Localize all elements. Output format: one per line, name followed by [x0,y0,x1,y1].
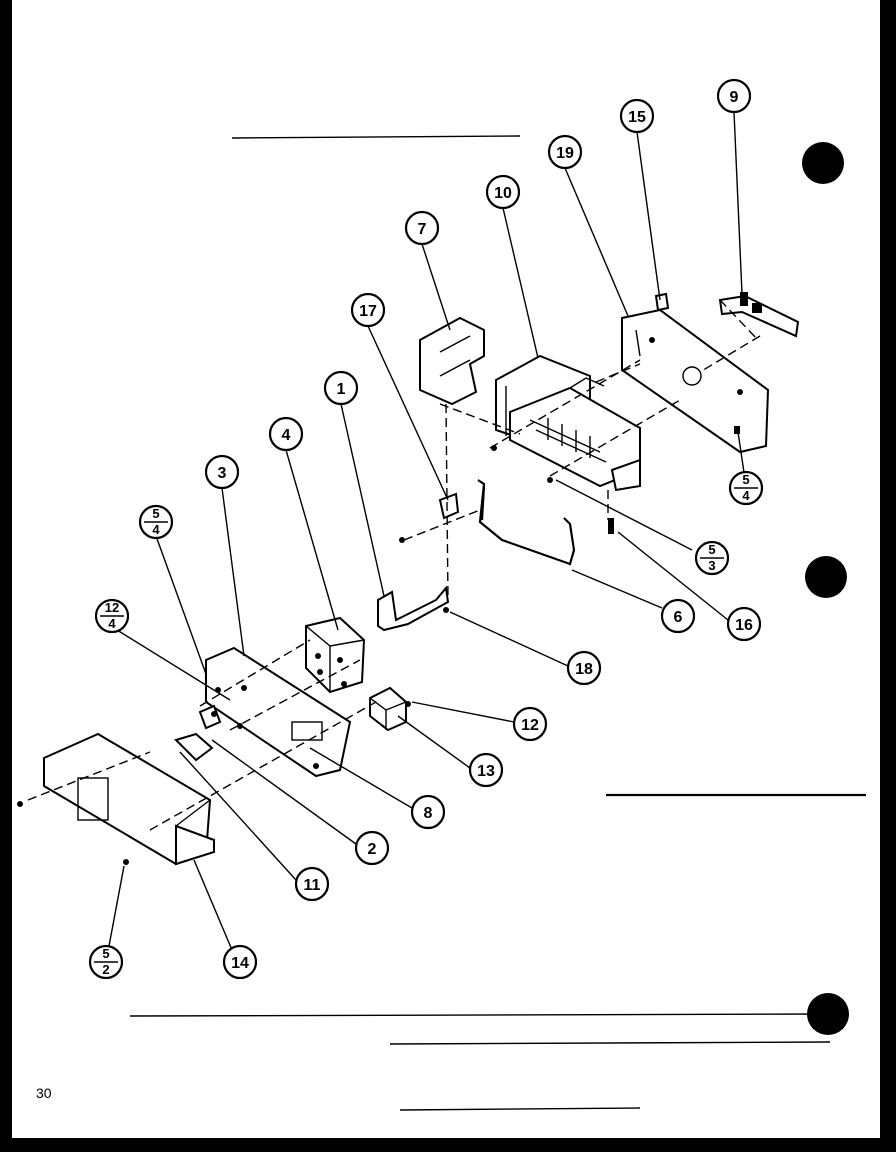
svg-text:5: 5 [102,946,109,961]
fraction-callout-5-2: 5 2 [88,944,124,980]
part-12-screw [405,701,411,707]
assembly-line [699,335,761,373]
svg-text:2: 2 [102,962,109,977]
leader-lines [108,111,747,951]
svg-text:14: 14 [231,955,249,972]
assembly-line [719,299,759,341]
svg-text:5: 5 [152,506,159,521]
svg-text:19: 19 [556,145,574,162]
assembly-line [439,403,521,435]
left-border [0,0,12,1152]
screw [211,711,217,717]
part-6-wire-harness [477,479,576,566]
callout-9: 9 [716,78,752,114]
svg-text:12: 12 [105,600,119,615]
scan-artifact-line [231,135,521,139]
part-11-clip [174,732,214,762]
callout-4: 4 [268,416,304,452]
svg-text:5: 5 [708,542,715,557]
callout-16: 16 [726,606,762,642]
screw [399,537,405,543]
scan-artifact-line [389,1041,831,1045]
callout-3: 3 [204,454,240,490]
callout-11: 11 [294,866,330,902]
assembly-line [595,363,641,383]
assembly-line [27,751,151,801]
part-7-shield [419,316,485,406]
svg-text:11: 11 [304,877,321,894]
svg-text:6: 6 [674,609,683,626]
part-16-screw [608,518,614,534]
part-15-clip [654,292,670,312]
scan-artifact-line [399,1107,641,1111]
bottom-border [0,1138,896,1152]
screw [237,723,243,729]
assembly-line [199,639,311,707]
svg-text:1: 1 [337,381,346,398]
callout-2: 2 [354,830,390,866]
assembly-line [549,399,681,477]
svg-text:10: 10 [494,185,512,202]
svg-text:4: 4 [152,522,160,537]
svg-text:4: 4 [282,427,291,444]
screw [17,801,23,807]
svg-text:2: 2 [368,841,377,858]
assembly-line [149,701,377,831]
svg-text:9: 9 [730,89,739,106]
svg-text:3: 3 [218,465,227,482]
screw [547,477,553,483]
svg-text:7: 7 [418,221,427,238]
callout-18: 18 [566,650,602,686]
fraction-callout-5-3: 5 3 [694,540,730,576]
callout-1: 1 [323,370,359,406]
svg-text:3: 3 [708,558,715,573]
part-9-bracket [718,292,800,338]
svg-text:17: 17 [359,303,377,320]
svg-text:12: 12 [521,717,539,734]
page-number: 30 [36,1085,52,1101]
callout-7: 7 [404,210,440,246]
assembly-line [229,659,361,731]
part-19-mount-plate [621,308,770,454]
callout-17: 17 [350,292,386,328]
svg-text:4: 4 [108,616,116,631]
part-4-switch [305,616,366,694]
part-13-relay [369,686,407,732]
svg-text:4: 4 [742,488,750,503]
part-14-cover [43,732,215,866]
fraction-callout-5-4-left: 5 4 [138,504,174,540]
callout-10: 10 [485,174,521,210]
svg-text:16: 16 [735,617,753,634]
binder-hole-bottom [807,993,849,1035]
callout-13: 13 [468,752,504,788]
binder-hole-top [802,142,844,184]
callout-8: 8 [410,794,446,830]
callout-19: 19 [547,134,583,170]
scan-artifact-line [129,1013,821,1017]
binder-hole-middle [805,556,847,598]
callout-15: 15 [619,98,655,134]
svg-text:15: 15 [628,109,646,126]
fraction-callout-12-4: 12 4 [94,598,130,634]
svg-text:5: 5 [742,472,749,487]
svg-text:8: 8 [424,805,433,822]
assembly-line [403,509,481,541]
part-1-bracket [377,585,450,632]
callout-12: 12 [512,706,548,742]
assembly-line [445,403,449,601]
svg-text:18: 18 [575,661,593,678]
svg-text:13: 13 [477,763,495,780]
part-18-screw [443,607,449,613]
fraction-callout-5-4-right: 5 4 [728,470,764,506]
callout-6: 6 [660,598,696,634]
screw [123,859,129,865]
callout-14: 14 [222,944,258,980]
part-17-bracket [438,492,460,520]
part-10-ice-maker [495,354,641,492]
right-border [880,0,896,1152]
